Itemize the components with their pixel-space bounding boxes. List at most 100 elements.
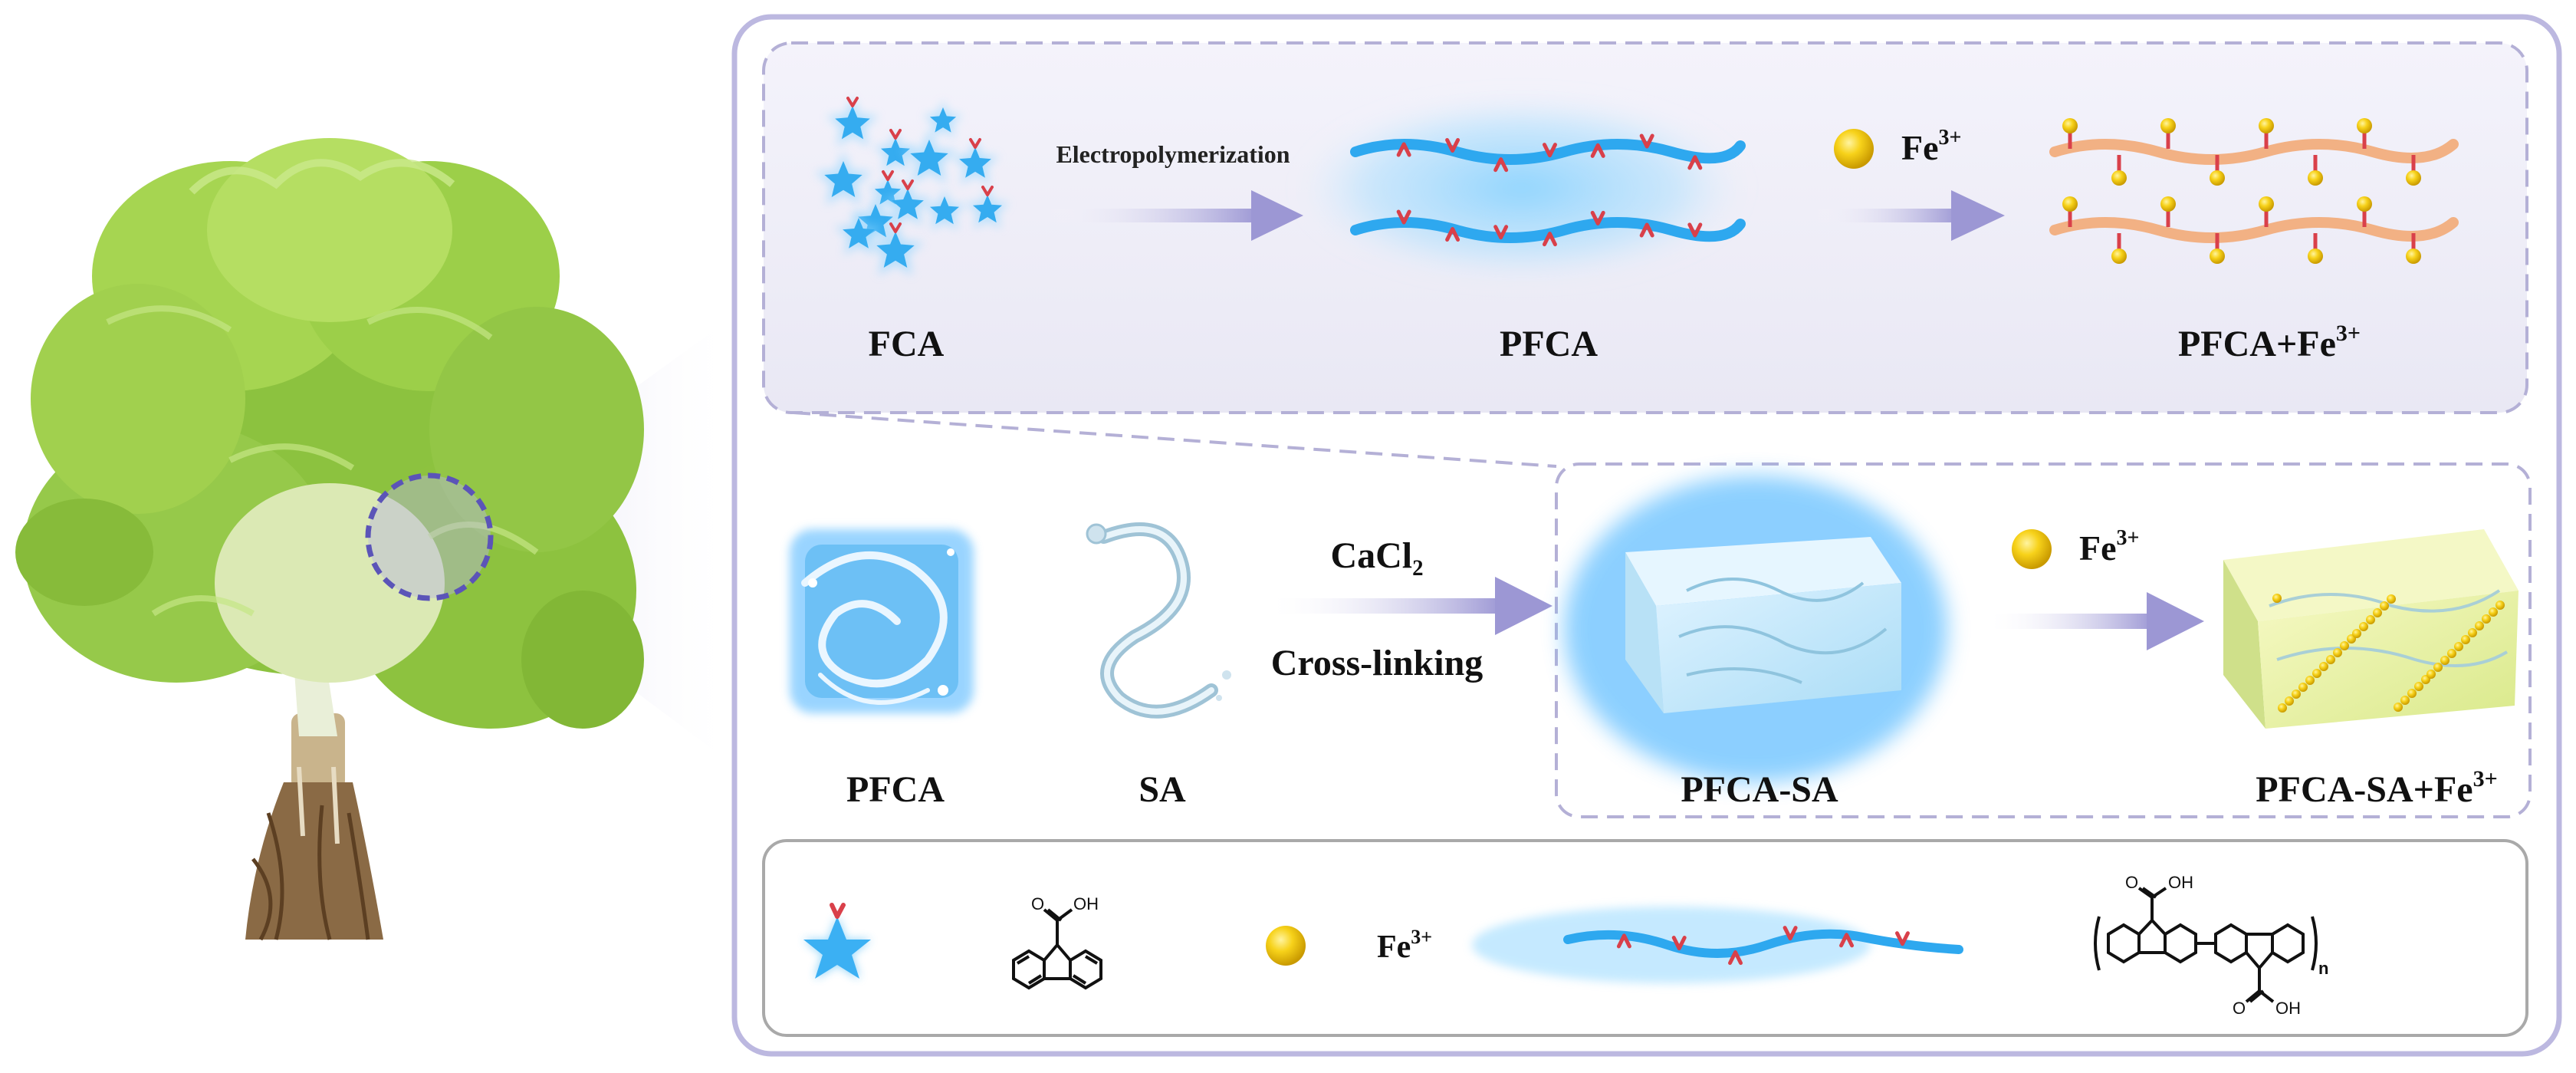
pfca-structure-n: n [2318,959,2328,978]
pfca-structure-oh-bottom: OH [2275,999,2301,1018]
gel-fe-dot [2359,622,2368,631]
pfca-sa-label: PFCA-SA [1681,769,1838,810]
fe-ion-icon [1834,129,1874,169]
chain-pendant [1590,210,1605,225]
legend-fe-label: Fe3+ [1377,926,1432,965]
chain-pendant [1396,142,1411,157]
fe-bound-dot [2308,249,2323,264]
sa-label: SA [1138,769,1186,810]
step2-panel: CaCl₂ Cross-linking Fe3+ PFCA SA [790,462,2532,818]
chain-pendant [1639,133,1654,149]
fca-structure-oh: OH [1073,894,1099,913]
gel-fe-dot [2387,594,2396,604]
lettuce-leaves [15,138,644,729]
fe-bound-dot [2406,249,2421,264]
pfca-structure-o-top: O [2125,873,2138,892]
pfca-solution-splash [790,529,974,713]
fca-star [929,107,957,133]
gel-fe-dot [2366,615,2375,624]
cacl2-label: CaCl₂ [1330,535,1423,576]
fca-star [843,218,875,249]
gel-fe-dot [2312,669,2321,678]
fca-star [876,232,915,268]
chain-pendant [1783,926,1798,941]
pfca-fe-chain-bottom [2049,217,2459,243]
gel-fe-dot [2272,594,2282,603]
step2-fe-arrow [1986,592,2204,650]
fca-star [959,147,991,178]
gel-fe-dot [2482,614,2491,624]
fe-bound-dot [2406,170,2421,186]
gel-fe-dot [2333,648,2342,657]
fe-bound-dot [2111,249,2127,264]
crosslinking-arrow [1265,577,1552,635]
pfca-sa-fe-label: PFCA-SA+Fe3+ [2256,766,2497,810]
fca-star [973,195,1002,223]
fca-star [892,189,924,219]
fca-star [835,106,870,140]
gel-fe-dot [2298,683,2308,692]
fca-star [910,140,948,176]
gel-fe-dot [2305,676,2315,685]
chain-pendant [1396,209,1411,225]
step1-panel: Electropolymerization Fe3+ FCA PFCA PFCA… [762,41,2528,414]
legend-panel: O OH Fe3+ [762,839,2528,1037]
legend-star-icon [803,903,871,979]
step2-fe-ion-icon [2012,529,2052,569]
fca-star-pendant [889,129,902,140]
fe-bound-dot [2210,249,2225,264]
gel-fe-dot [2461,635,2470,644]
step2-pfca-label: PFCA [846,769,945,810]
fca-monomer-stars [814,97,1010,276]
gel-fe-dot [2447,649,2456,658]
gel-fe-dot [2373,608,2382,617]
gel-fe-dot [2340,641,2349,650]
step2-fe-label: Fe3+ [2079,526,2139,568]
fca-star [930,196,959,225]
gel-fe-dot [2426,670,2436,679]
gel-fe-dot [2475,621,2484,630]
gel-fe-dot [2319,662,2328,671]
chain-pendant [1493,225,1509,240]
fe-bound-dot [2259,118,2274,133]
sa-solution-splash [1086,522,1231,719]
gel-fe-dot [2326,655,2335,664]
crosslinking-label: Cross-linking [1271,643,1484,683]
lettuce-roots [245,713,383,941]
fe-bound-dot [2111,170,2127,186]
fca-star-pendant [902,179,914,190]
fca-star [824,161,863,197]
gel-fe-dot [2489,607,2498,617]
fca-structure [1012,908,1102,990]
gel-fe-dot [2292,690,2301,699]
chain-pendant [1616,933,1631,949]
gel-fe-dot [2278,703,2287,713]
gel-fe-dot [2394,703,2403,712]
chain-pendant [1687,155,1703,170]
gel-fe-dot [2400,696,2410,705]
chain-pendant [1590,143,1605,158]
gel-fe-dot [2433,663,2443,672]
legend-fe-icon [1266,926,1306,966]
gel-fe-dot [2285,696,2294,706]
fe-bound-dot [2259,196,2274,212]
fca-star-pendant [981,186,994,196]
pfca-fe-chains [2049,118,2459,264]
pfca-sa-hydrogel [1564,476,1947,782]
fca-star-pendant [882,170,894,181]
fe-bound-dot [2160,118,2176,133]
pfca-polymer-chains [1300,96,1746,280]
gel-fe-dot [2468,628,2477,637]
fca-star-pendant [969,138,981,149]
fe-binding-arrow [1813,190,2005,241]
chain-pendant [1687,222,1703,238]
pfca-structure-oh-top: OH [2168,873,2193,892]
pfca-structure [2094,887,2318,1003]
gel-fe-dot [2496,601,2505,610]
chain-pendant [1639,222,1654,238]
fe-bound-dot [2357,196,2372,212]
chain-pendant [1671,936,1687,951]
fe-bound-dot [2160,196,2176,212]
magnifier-circle [365,472,494,601]
